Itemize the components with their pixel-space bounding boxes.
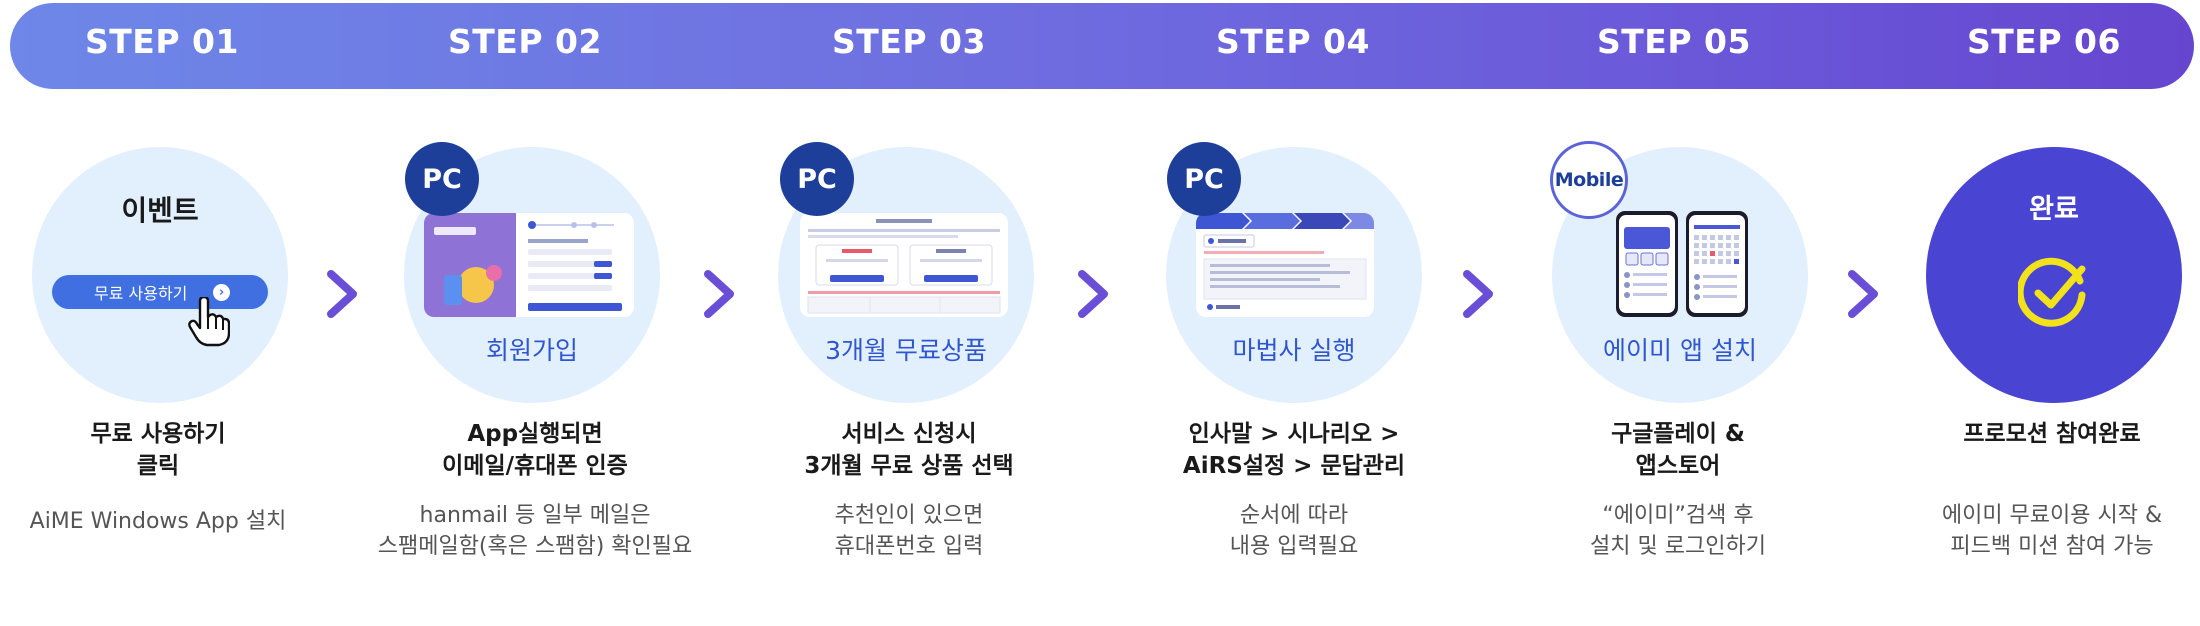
step-1-desc: AiME Windows App 설치 (29, 509, 287, 534)
steps-banner (10, 3, 2194, 89)
step-label-2: STEP 02 (448, 22, 602, 61)
free-use-button[interactable]: 무료 사용하기 › (52, 275, 268, 309)
pointer-hand-icon (188, 297, 230, 347)
event-title: 이벤트 (121, 194, 199, 227)
step-5-circle: 에이미 앱 설치 (1552, 147, 1808, 403)
step-2-caption: 회원가입 (485, 336, 578, 365)
chevron-right-icon (704, 270, 734, 318)
chevron-right-icon (327, 270, 357, 318)
plan-screenshot (800, 213, 1008, 317)
step-label-3: STEP 03 (832, 22, 986, 61)
chevron-right-icon (1463, 270, 1493, 318)
step-4-title: 인사말 > 시나리오 >AiRS설정 > 문답관리 (1182, 421, 1406, 479)
check-circle-icon (2018, 257, 2086, 327)
step-3-caption: 3개월 무료상품 (825, 336, 987, 365)
step-label-5: STEP 05 (1597, 22, 1751, 61)
chevron-right-icon (1078, 270, 1108, 318)
pc-badge-2: PC (405, 142, 479, 216)
step-6-desc: 에이미 무료이용 시작 &피드백 미션 참여 가능 (1941, 503, 2163, 559)
pc-badge-3: PC (780, 142, 854, 216)
mobile-badge-5: Mobile (1550, 141, 1628, 219)
mobile-app-screenshot (1616, 211, 1748, 317)
arrow-circle-icon: › (213, 284, 230, 301)
step-5-caption: 에이미 앱 설치 (1603, 336, 1757, 365)
step-label-6: STEP 06 (1967, 22, 2121, 61)
step-4-caption: 마법사 실행 (1232, 336, 1356, 365)
step-6-circle: 완료 (1926, 147, 2182, 403)
step-5-title: 구글플레이 &앱스토어 (1611, 421, 1745, 479)
step-label-1: STEP 01 (85, 22, 239, 61)
signup-screenshot (424, 213, 634, 317)
step-label-4: STEP 04 (1216, 22, 1370, 61)
done-title: 완료 (2029, 194, 2079, 225)
free-use-button-label: 무료 사용하기 (94, 284, 188, 303)
step-6-title: 프로모션 참여완료 (1963, 421, 2141, 447)
chevron-right-icon (1848, 270, 1878, 318)
step-1-circle: 이벤트 무료 사용하기 › (32, 147, 288, 403)
wizard-screenshot (1196, 213, 1374, 317)
pc-badge-4: PC (1167, 142, 1241, 216)
